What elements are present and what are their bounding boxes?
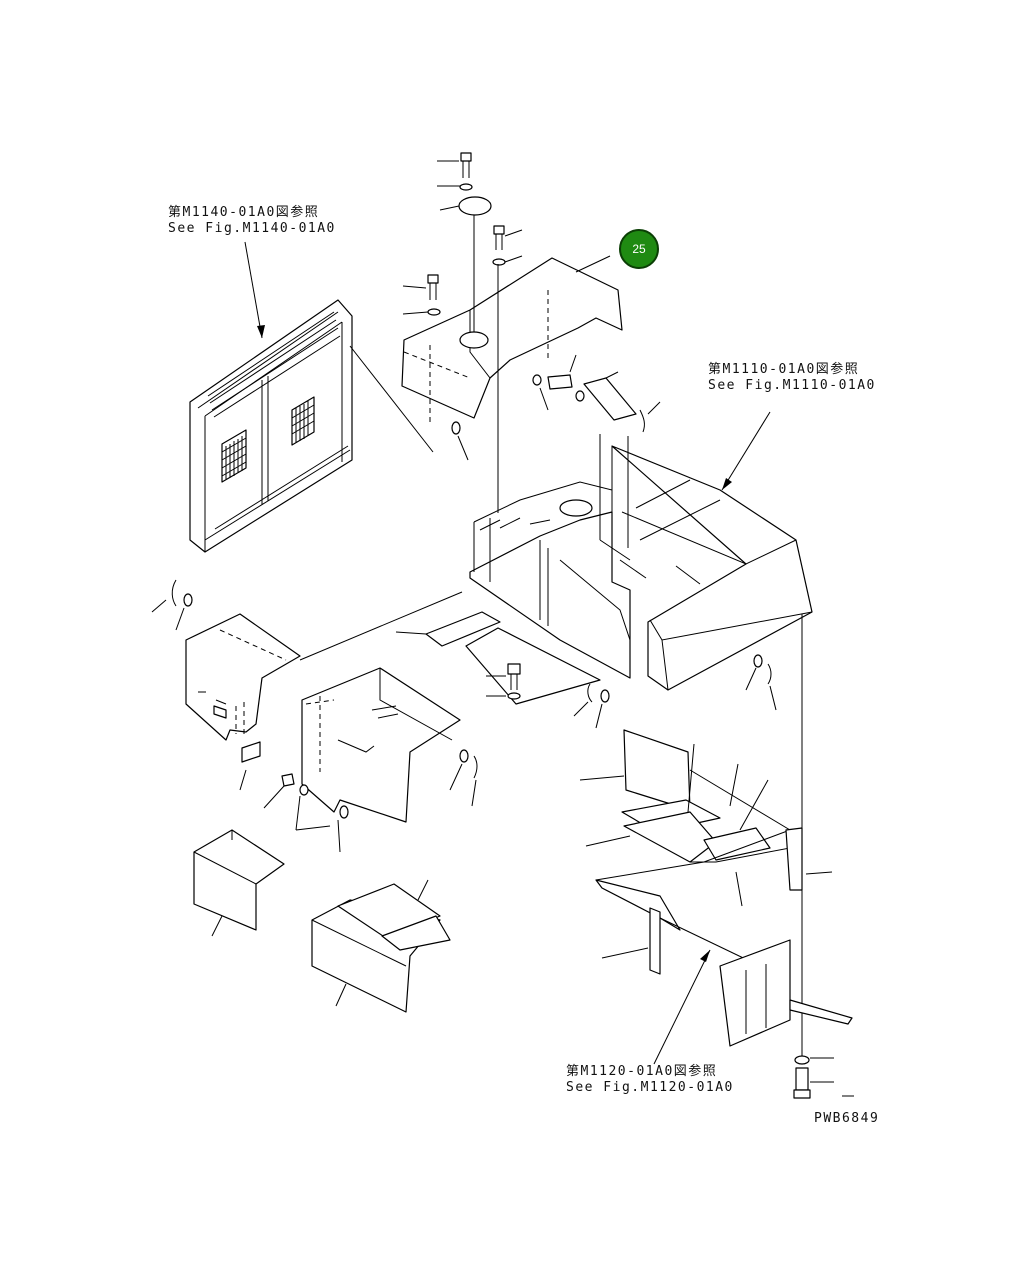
drawing-code: PWB6849 bbox=[814, 1111, 880, 1126]
part-callout-25[interactable]: 25 bbox=[619, 229, 659, 269]
rear-cover-reference-en: See Fig.M1140-01A0 bbox=[168, 221, 336, 236]
floor-cover-right bbox=[311, 879, 451, 1013]
front-frame-reference[interactable]: 第M1120-01A0図参照 See Fig.M1120-01A0 bbox=[566, 1064, 734, 1096]
bottom-bolt bbox=[793, 1055, 854, 1099]
rear-grille-panel bbox=[189, 299, 353, 553]
rear-cover-reference[interactable]: 第M1140-01A0図参照 See Fig.M1140-01A0 bbox=[168, 205, 336, 237]
cover-fasteners bbox=[451, 354, 661, 461]
cab-floor-reference-en: See Fig.M1110-01A0 bbox=[708, 378, 876, 393]
left-side-cover bbox=[151, 579, 463, 791]
floor-cover-left bbox=[193, 829, 285, 937]
cab-floor-reference[interactable]: 第M1110-01A0図参照 See Fig.M1110-01A0 bbox=[708, 362, 876, 394]
front-frame-reference-en: See Fig.M1120-01A0 bbox=[566, 1080, 734, 1095]
cab-floor-assembly bbox=[469, 434, 813, 691]
floor-frame-assembly bbox=[579, 729, 853, 1047]
top-bolts bbox=[402, 152, 523, 513]
rear-cover-reference-jp: 第M1140-01A0図参照 bbox=[168, 205, 320, 220]
lower-middle-cover bbox=[263, 667, 478, 853]
top-cover-plate bbox=[401, 196, 623, 426]
cab-floor-reference-jp: 第M1110-01A0図参照 bbox=[708, 362, 860, 377]
middle-plate bbox=[395, 611, 610, 729]
front-frame-reference-jp: 第M1120-01A0図参照 bbox=[566, 1064, 718, 1079]
